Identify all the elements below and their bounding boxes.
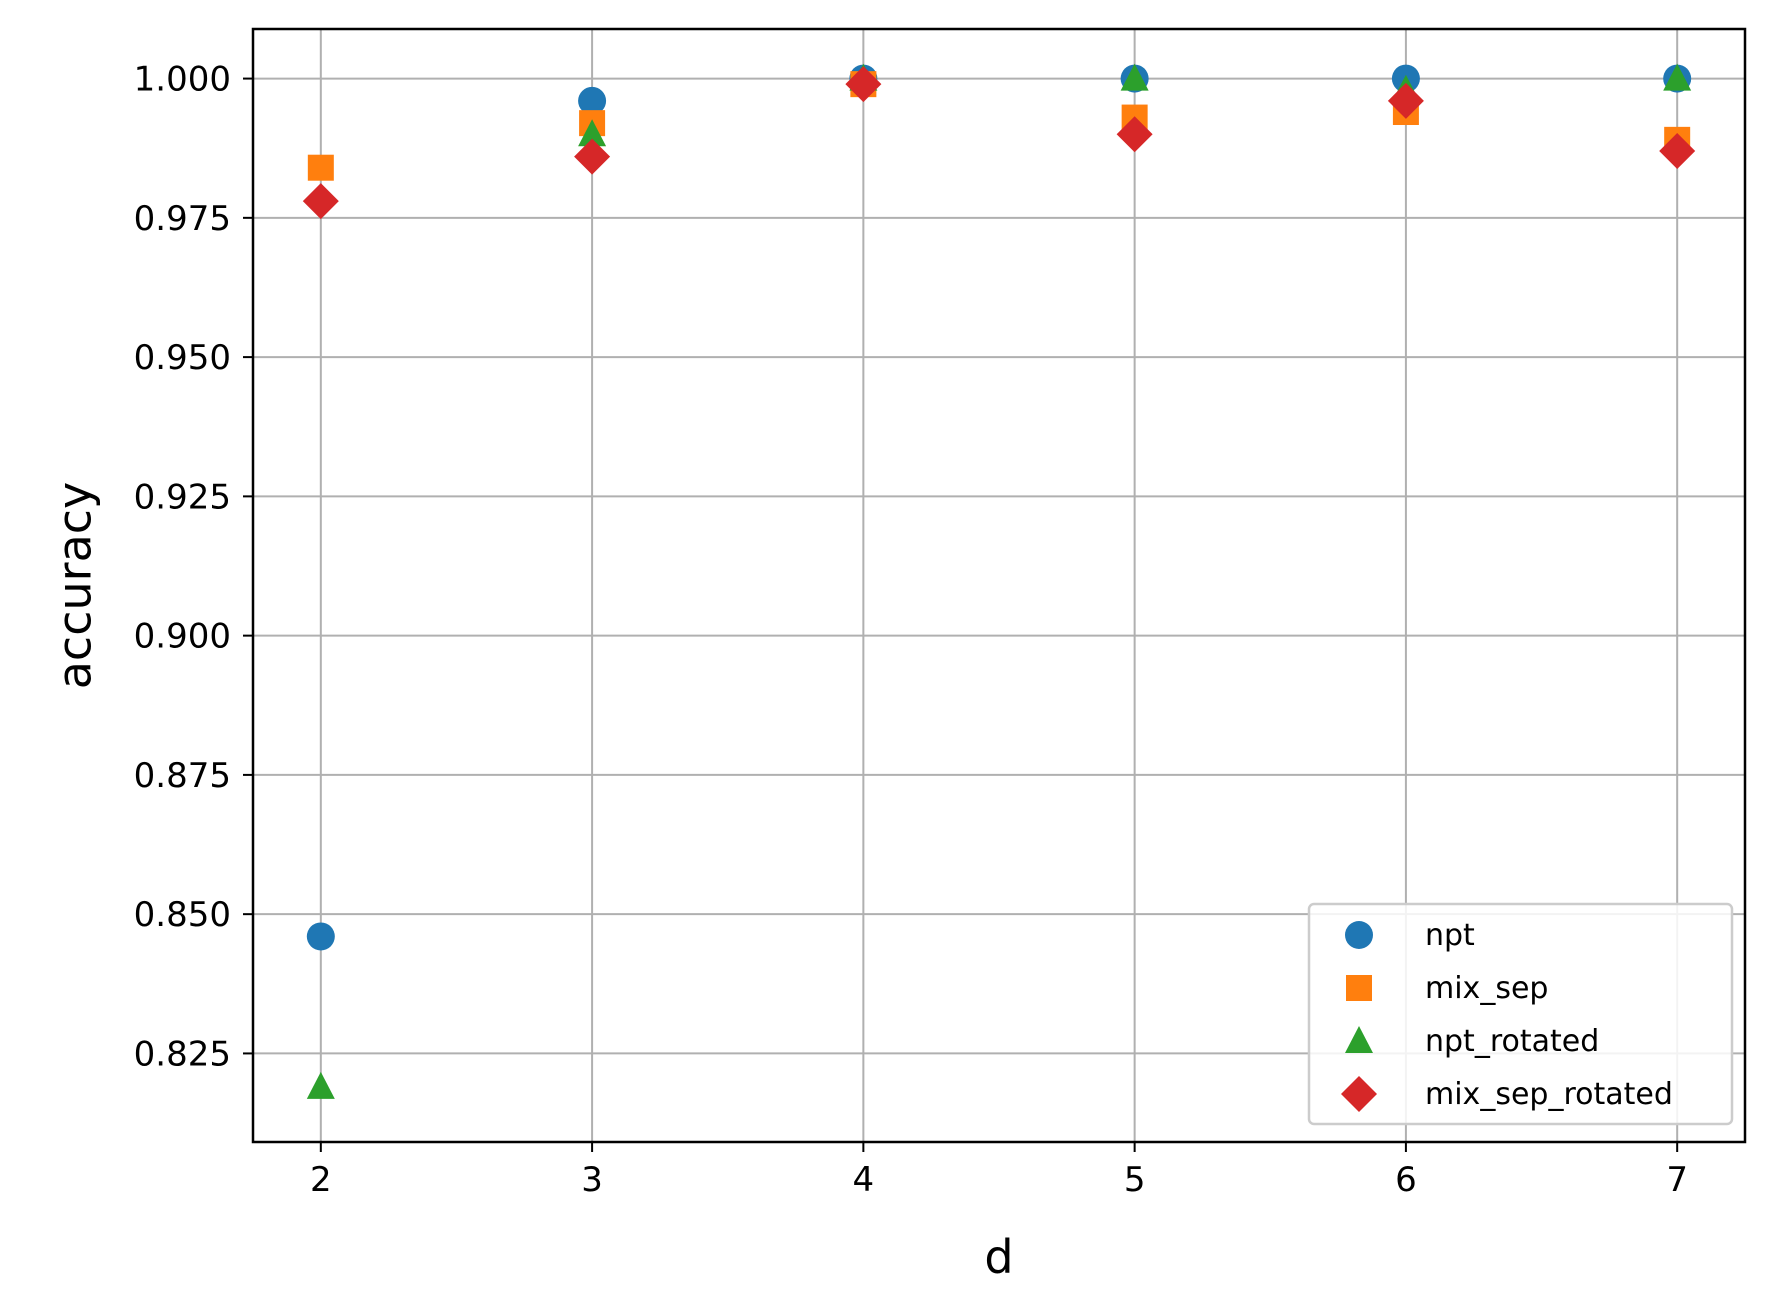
plot-frame bbox=[251, 27, 1747, 1144]
mix_sep_rotated-point bbox=[845, 66, 882, 103]
legend-label: npt_rotated bbox=[1425, 1024, 1599, 1059]
legend-label: mix_sep_rotated bbox=[1425, 1077, 1673, 1112]
legend-square-marker bbox=[1346, 975, 1372, 1001]
y-tick-label: 0.925 bbox=[134, 477, 231, 517]
legend-diamond-marker bbox=[1341, 1076, 1377, 1112]
grid bbox=[253, 29, 1745, 1142]
legend-triangle-marker bbox=[1345, 1026, 1373, 1053]
npt_rotated-point bbox=[578, 119, 607, 147]
y-tick-label: 0.825 bbox=[134, 1034, 231, 1074]
x-tick-label: 4 bbox=[853, 1160, 875, 1200]
npt-point bbox=[578, 86, 607, 115]
legend-item: npt bbox=[1345, 918, 1475, 953]
legend-item: mix_sep_rotated bbox=[1341, 1076, 1673, 1112]
npt-point bbox=[306, 922, 335, 951]
y-tick-label: 0.900 bbox=[134, 617, 231, 657]
npt_rotated-point bbox=[1120, 63, 1149, 91]
legend-label: npt bbox=[1425, 918, 1475, 953]
legend-label: mix_sep bbox=[1425, 971, 1548, 1006]
legend-box bbox=[1307, 902, 1734, 1126]
data-points bbox=[302, 63, 1696, 1099]
legend-item: mix_sep bbox=[1346, 971, 1548, 1006]
y-tick-label: 0.850 bbox=[134, 895, 231, 935]
npt_rotated-point bbox=[1663, 63, 1692, 91]
mix_sep_rotated-point bbox=[302, 183, 339, 220]
y-tick-label: 1.000 bbox=[134, 60, 231, 100]
legend-circle-marker bbox=[1345, 921, 1373, 949]
mix_sep_rotated-point bbox=[1116, 116, 1153, 153]
legend: npt mix_sep npt_rotated mix_sep_rotated bbox=[1307, 902, 1734, 1126]
mix_sep_rotated-point bbox=[1659, 132, 1696, 169]
x-tick-label: 3 bbox=[581, 1160, 603, 1200]
mix_sep-point bbox=[307, 154, 334, 181]
npt_rotated-point bbox=[306, 1071, 335, 1099]
x-tick-label: 5 bbox=[1124, 1160, 1146, 1200]
legend-item: npt_rotated bbox=[1345, 1024, 1599, 1059]
y-tick-label: 0.950 bbox=[134, 338, 231, 378]
axis-ticks: 2 3 4 5 6 7 0.825 0.850 0.875 0.900 0.925 0.950 0.97… bbox=[134, 60, 1688, 1200]
y-tick-label: 0.875 bbox=[134, 756, 231, 796]
y-tick-label: 0.975 bbox=[134, 199, 231, 239]
mix_sep_rotated-point bbox=[1387, 82, 1424, 119]
mix_sep_rotated-point bbox=[574, 138, 611, 175]
x-tick-label: 7 bbox=[1666, 1160, 1688, 1200]
y-axis-label: accuracy bbox=[48, 482, 102, 690]
x-tick-label: 6 bbox=[1395, 1160, 1417, 1200]
series-mix_sep_rotated bbox=[302, 66, 1696, 220]
x-axis-label: d bbox=[984, 1230, 1013, 1284]
x-tick-label: 2 bbox=[310, 1160, 332, 1200]
